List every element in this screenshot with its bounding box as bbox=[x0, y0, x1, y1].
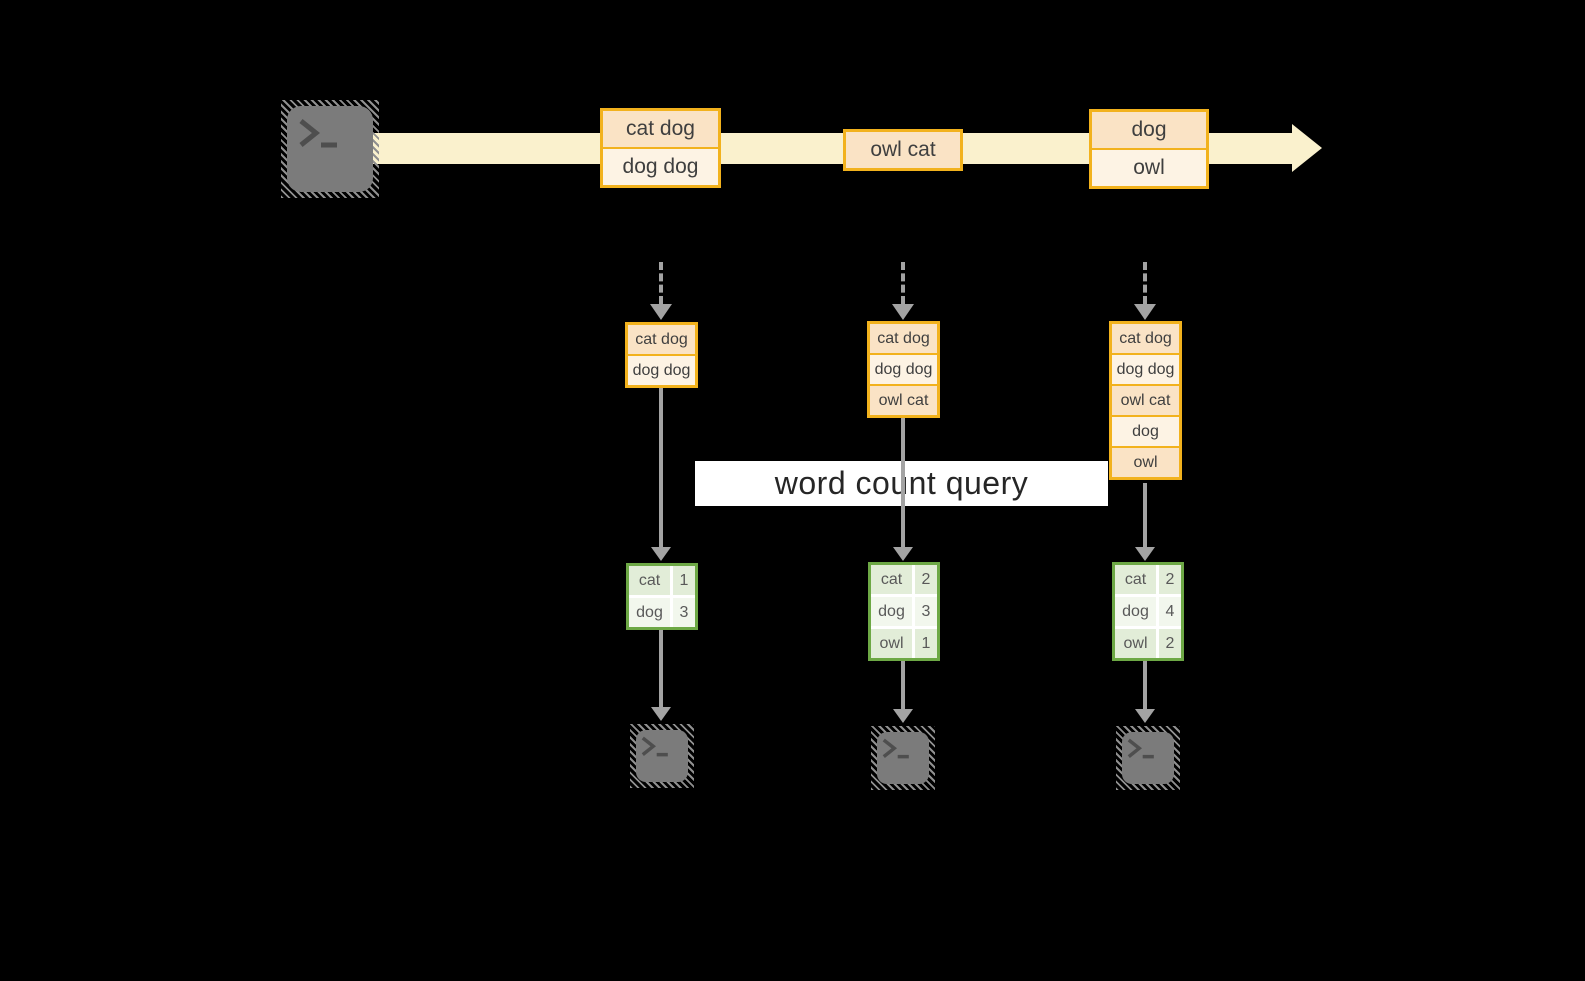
flow-arrow bbox=[901, 416, 905, 547]
word-cell: dog bbox=[629, 598, 670, 627]
microbatch-stack-1: cat dog dog dog bbox=[625, 322, 698, 388]
terminal-prompt-icon bbox=[1127, 738, 1154, 759]
word-cell: cat bbox=[629, 566, 670, 595]
terminal-prompt-icon bbox=[299, 119, 337, 148]
batch-row: owl cat bbox=[846, 132, 960, 168]
stack-row: dog dog bbox=[628, 354, 695, 385]
terminal-icon bbox=[1116, 726, 1180, 790]
dashed-arrow-head-icon bbox=[1134, 304, 1156, 320]
word-cell: dog bbox=[1115, 597, 1156, 626]
flow-arrow-head-icon bbox=[1135, 547, 1155, 561]
stack-row: dog bbox=[1112, 415, 1179, 446]
batch-row: cat dog bbox=[603, 111, 718, 147]
stack-row: cat dog bbox=[1112, 324, 1179, 353]
word-cell: owl bbox=[1115, 629, 1156, 658]
word-cell: owl bbox=[871, 629, 912, 658]
result-table-1: cat 1 dog 3 bbox=[626, 563, 698, 630]
batch-row: dog dog bbox=[603, 147, 718, 185]
dashed-arrow bbox=[901, 262, 905, 304]
count-cell: 4 bbox=[1159, 597, 1181, 626]
count-cell: 1 bbox=[915, 629, 937, 658]
flow-arrow-head-icon bbox=[651, 547, 671, 561]
result-table-2: cat 2 dog 3 owl 1 bbox=[868, 562, 940, 661]
flow-arrow bbox=[1143, 483, 1147, 547]
batch-row: owl bbox=[1092, 148, 1206, 186]
terminal-icon bbox=[281, 100, 379, 198]
stack-row: owl cat bbox=[1112, 384, 1179, 415]
count-cell: 3 bbox=[915, 597, 937, 626]
terminal-icon bbox=[871, 726, 935, 790]
stack-row: owl cat bbox=[870, 384, 937, 415]
flow-arrow bbox=[659, 387, 663, 547]
count-cell: 3 bbox=[673, 598, 695, 627]
flow-arrow bbox=[1143, 661, 1147, 709]
dashed-arrow bbox=[1143, 262, 1147, 304]
microbatch-stack-2: cat dog dog dog owl cat bbox=[867, 321, 940, 418]
flow-arrow bbox=[901, 661, 905, 709]
word-cell: cat bbox=[1115, 565, 1156, 594]
stream-batch-3: dog owl bbox=[1089, 109, 1209, 189]
stack-row: dog dog bbox=[870, 353, 937, 384]
terminal-icon bbox=[630, 724, 694, 788]
terminal-body bbox=[287, 106, 373, 192]
flow-arrow bbox=[659, 630, 663, 707]
stack-row: cat dog bbox=[628, 325, 695, 354]
stream-arrow-head-icon bbox=[1292, 124, 1322, 172]
count-cell: 1 bbox=[673, 566, 695, 595]
stack-row: owl bbox=[1112, 446, 1179, 477]
stream-batch-1: cat dog dog dog bbox=[600, 108, 721, 188]
count-cell: 2 bbox=[1159, 629, 1181, 658]
flow-arrow-head-icon bbox=[1135, 709, 1155, 723]
stack-row: cat dog bbox=[870, 324, 937, 353]
flow-arrow-head-icon bbox=[651, 707, 671, 721]
count-cell: 2 bbox=[1159, 565, 1181, 594]
stack-row: dog dog bbox=[1112, 353, 1179, 384]
count-cell: 2 bbox=[915, 565, 937, 594]
flow-arrow-head-icon bbox=[893, 547, 913, 561]
word-cell: dog bbox=[871, 597, 912, 626]
flow-arrow-head-icon bbox=[893, 709, 913, 723]
stream-batch-2: owl cat bbox=[843, 129, 963, 171]
dashed-arrow bbox=[659, 262, 663, 304]
dashed-arrow-head-icon bbox=[892, 304, 914, 320]
word-cell: cat bbox=[871, 565, 912, 594]
dashed-arrow-head-icon bbox=[650, 304, 672, 320]
terminal-prompt-icon bbox=[882, 738, 909, 759]
batch-row: dog bbox=[1092, 112, 1206, 148]
result-table-3: cat 2 dog 4 owl 2 bbox=[1112, 562, 1184, 661]
terminal-prompt-icon bbox=[641, 736, 668, 757]
microbatch-stack-3: cat dog dog dog owl cat dog owl bbox=[1109, 321, 1182, 480]
